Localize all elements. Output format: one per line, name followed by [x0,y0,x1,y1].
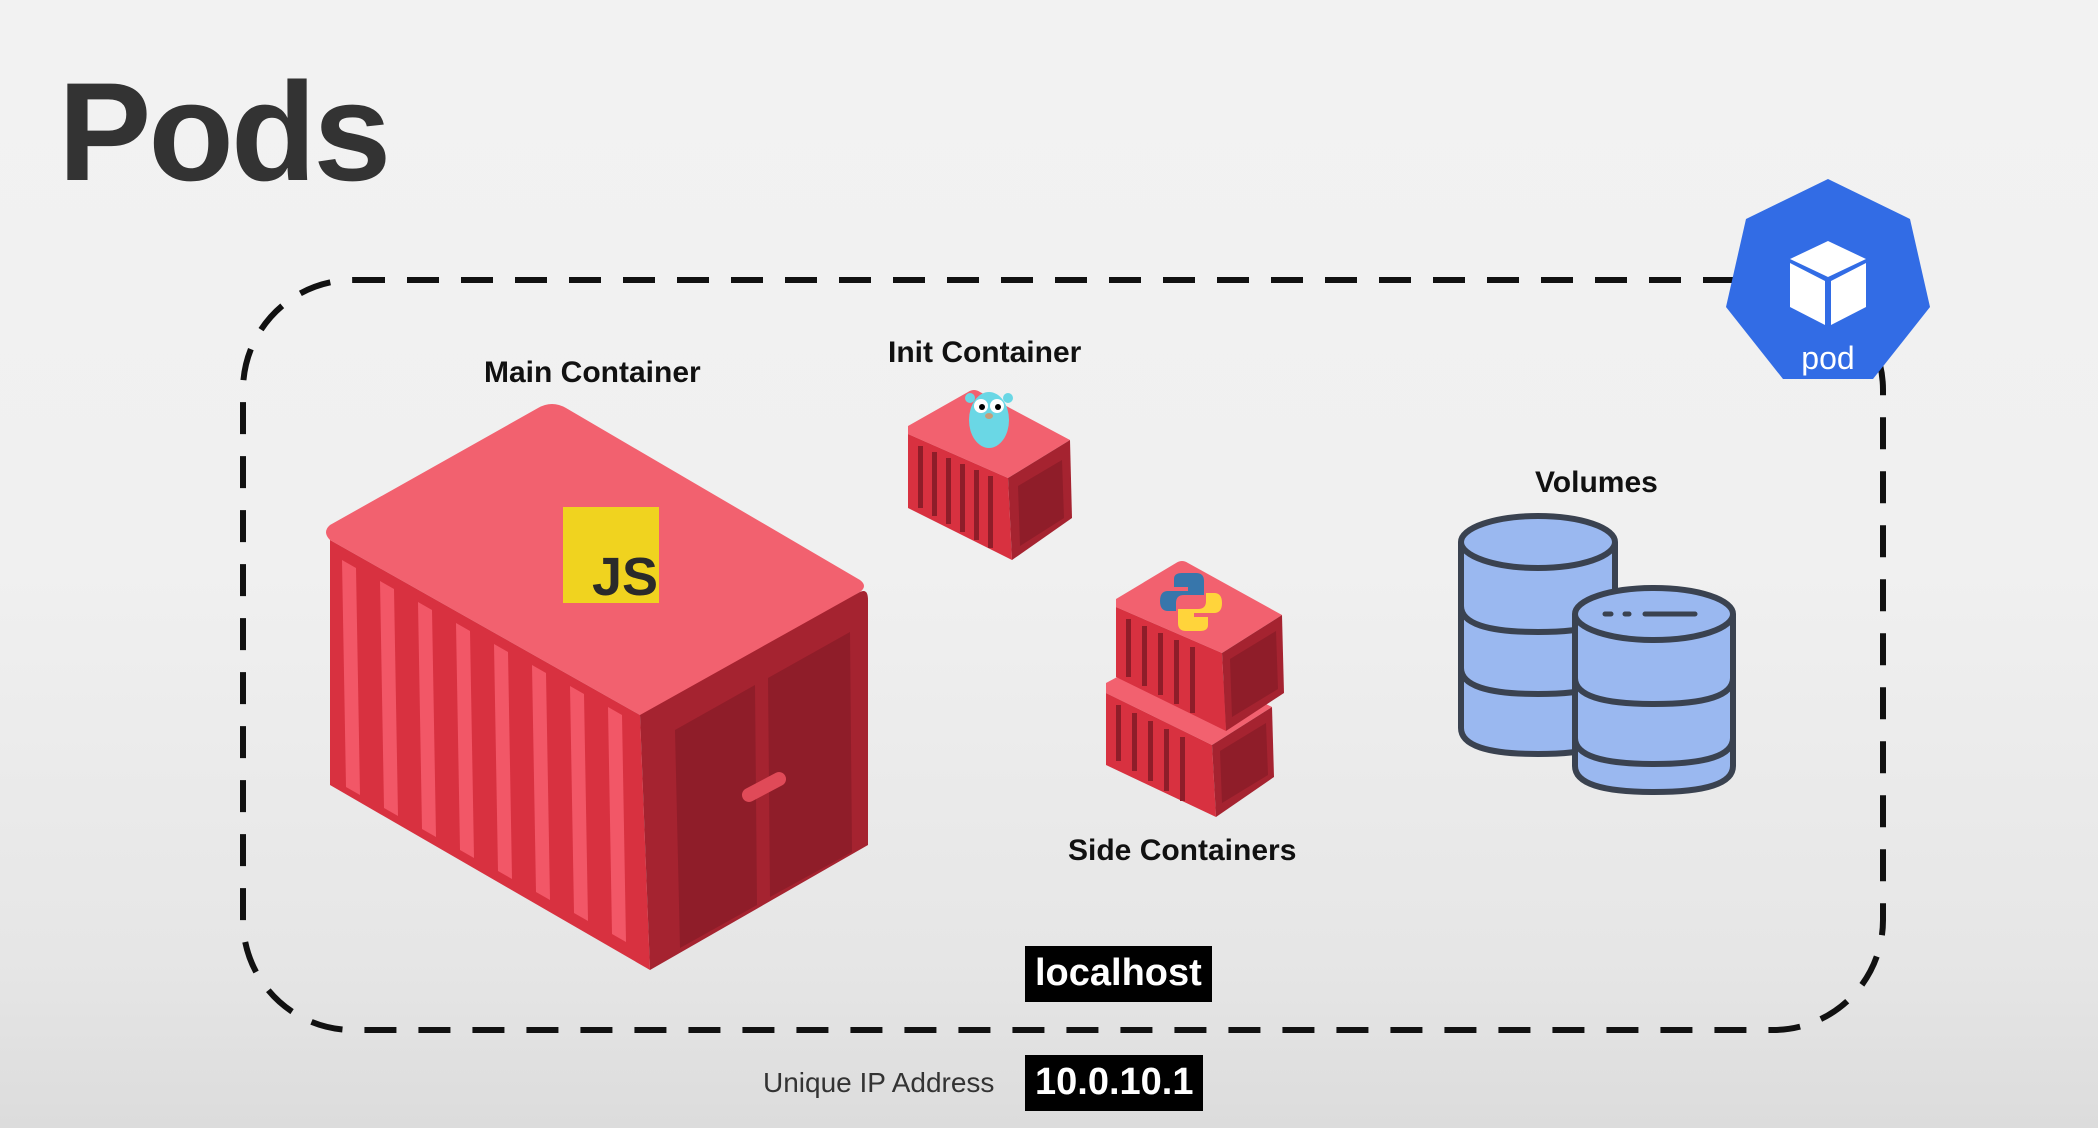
volumes-label: Volumes [1535,466,1658,499]
localhost-tag: localhost [1025,946,1212,1002]
side-containers-label: Side Containers [1068,834,1297,867]
init-container-label: Init Container [888,336,1082,369]
page-title: Pods [58,53,391,210]
js-badge: JS [592,547,658,607]
pod-badge-label: pod [1801,340,1855,376]
side-containers-icon [1106,561,1284,817]
main-container-icon: JS [326,404,868,970]
gopher-icon [965,392,1013,448]
ip-address-tag: 10.0.10.1 [1025,1055,1204,1111]
pod-icon [1726,179,1930,379]
ip-caption: Unique IP Address [763,1067,995,1098]
python-icon [1160,573,1222,631]
volumes-icon [1458,513,1736,795]
main-container-label: Main Container [484,356,701,389]
init-container-icon [908,390,1072,560]
